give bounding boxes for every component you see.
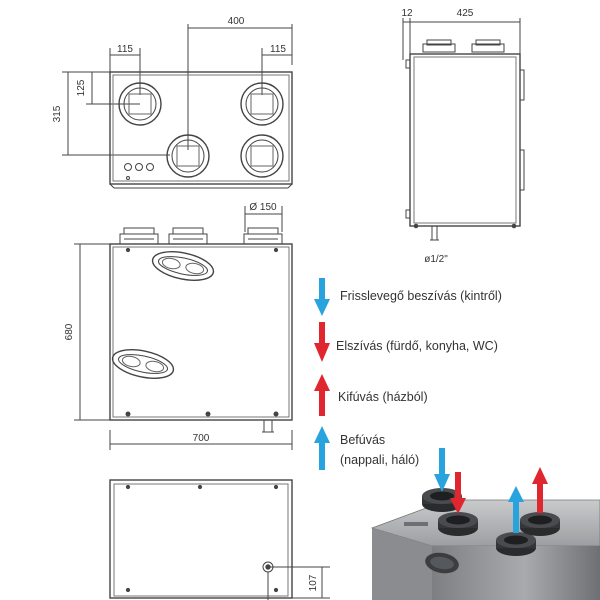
duct-collars [422,488,560,556]
render-red-down-arrow-icon [450,472,466,514]
dim-front-width: 700 [193,433,210,444]
render-blue-down-arrow-icon [434,448,450,492]
dim-top-width: 400 [228,16,245,27]
extract-arrow-icon [314,322,330,362]
legend-extract: Elszívás (fürdő, konyha, WC) [336,339,498,353]
dim-drain: ø1/2" [424,254,448,265]
dim-top-left-offset: 115 [117,44,133,55]
front-view [74,206,293,450]
exhaust-arrow-icon [314,374,330,416]
legend-exhaust: Kifúvás (házból) [338,390,428,404]
dim-bottom-offset: 107 [308,574,319,591]
unit-3d-render [370,448,600,600]
legend-supply-line2: (nappali, háló) [340,453,419,467]
dim-front-height: 680 [64,323,75,340]
top-view [62,24,293,189]
side-view [402,18,525,241]
render-red-up-arrow-icon [532,467,548,513]
dim-top-right-offset: 115 [270,44,286,55]
supply-arrow-icon [314,426,330,470]
dim-duct-diameter: Ø 150 [249,202,277,213]
legend-fresh-air: Frisslevegő beszívás (kintről) [340,289,502,303]
legend: Frisslevegő beszívás (kintről) Elszívás … [314,278,502,470]
dim-top-height: 315 [52,105,63,122]
legend-supply-line1: Befúvás [340,433,385,447]
dim-top-duct-height: 125 [76,79,87,96]
render-blue-up-arrow-icon [508,486,524,533]
dim-side-offset: 12 [401,8,413,19]
fresh-air-arrow-icon [314,278,330,316]
bottom-view [109,479,330,600]
dim-side-depth: 425 [457,8,474,19]
